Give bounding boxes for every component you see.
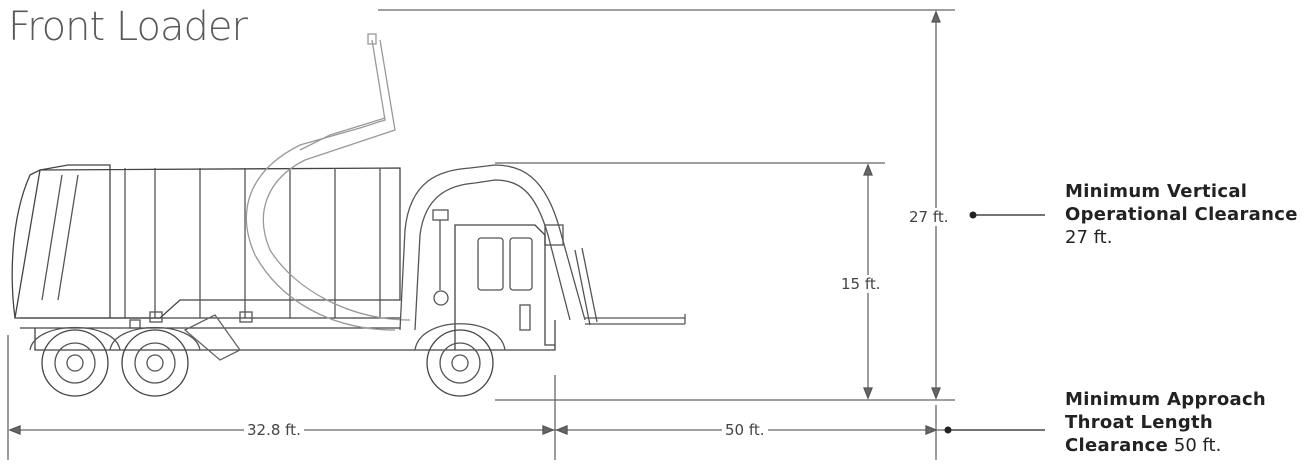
diagram-title: Front Loader [8,4,248,50]
wheels [29,323,506,397]
vertical-callout-line1: Minimum Vertical [1065,181,1248,202]
approach-length-label: 50 ft. [722,421,768,439]
approach-callout-line3: Clearance [1065,435,1169,456]
vertical-callout-value: 27 ft. [1065,227,1113,248]
vertical-clearance-callout: Minimum Vertical Operational Clearance 2… [1065,180,1298,249]
arm-height-label: 15 ft. [838,275,884,293]
approach-callout-value: 50 ft. [1173,435,1222,456]
raised-lift-arm [245,33,411,331]
approach-callout-line1: Minimum Approach [1065,389,1267,410]
truck-length-label: 32.8 ft. [244,421,304,439]
truck-body [11,164,556,351]
approach-clearance-callout: Minimum Approach Throat Length Clearance… [1065,388,1266,457]
lowered-lift-arm [399,164,686,331]
approach-callout-line2: Throat Length [1065,412,1214,433]
vertical-callout-line2: Operational Clearance [1065,204,1298,225]
cab [432,209,555,350]
overall-height-label: 27 ft. [906,208,952,226]
